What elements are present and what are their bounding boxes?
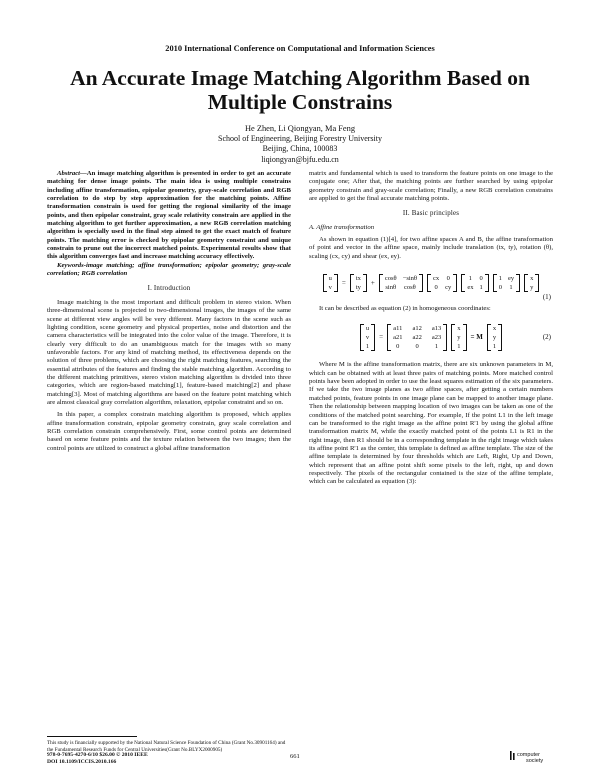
abstract-label: Abstract [57, 170, 81, 177]
affiliation: School of Engineering, Beijing Forestry … [218, 134, 382, 144]
paper-title: An Accurate Image Matching Algorithm Bas… [70, 66, 530, 114]
doi-line: DOI 10.1109/ICCIS.2010.166 [47, 759, 117, 765]
eq2-lhs-cell: 1 [365, 342, 370, 350]
eq2-matrix: a11 a12 a13 a21 a22 a23 0 0 1 [387, 323, 448, 351]
svg-text:society: society [526, 758, 543, 764]
eq1-lhs-cell: u [328, 275, 332, 283]
eq2-mat-cell: a21 [393, 333, 403, 341]
intro-paragraph-1: Image matching is the most important and… [47, 298, 291, 406]
footnote: This study is financially supported by t… [47, 740, 286, 753]
homogeneous-paragraph: It can be described as equation (2) in h… [319, 305, 491, 313]
eq1-scale-cell: 0 [446, 275, 450, 283]
eq1-shear2-cell: 1 [509, 284, 513, 292]
eq2-mat-cell: 0 [396, 342, 400, 350]
author-names: He Zhen, Li Qiongyan, Ma Feng [244, 124, 356, 133]
abstract: Abstract—An image matching algorithm is … [47, 170, 291, 262]
conference-header: 2010 International Conference on Computa… [165, 44, 435, 53]
eq1-shear1-cell: 0 [479, 275, 483, 283]
page-number: 661 [290, 753, 300, 760]
left-column: Abstract—An image matching algorithm is … [47, 170, 291, 453]
eq1-x-cell: y [530, 284, 534, 292]
eq1-shear2-cell: 0 [498, 284, 502, 292]
email: liqiongyan@bjfu.edu.cn [261, 154, 339, 164]
isbn-line: 978-0-7695-4270-6/10 $26.00 © 2010 IEEE [47, 752, 148, 758]
eq1-x-cell: x [530, 275, 534, 283]
eq2-number: (2) [542, 333, 551, 342]
intro-paragraph-2: In this paper, a complex constrain match… [47, 411, 291, 452]
right-column: matrix and fundamental which is used to … [309, 170, 553, 487]
eq2-mat-cell: a23 [431, 333, 442, 341]
eq1-shear1-cell: 1 [468, 275, 472, 283]
eq2-mat-cell: a22 [412, 333, 422, 341]
svg-text:computer: computer [517, 752, 540, 758]
computer-society-logo: computer society [508, 748, 558, 764]
eq2-x2-cell: y [492, 333, 497, 341]
eq1-number: (1) [542, 292, 551, 301]
eq2-x-cell: x [457, 324, 461, 332]
eq1-t-cell: tx [355, 275, 361, 283]
section-1-heading: I. Introduction [147, 285, 191, 293]
eq2-x2-cell: 1 [492, 342, 497, 350]
eq2-mat-cell: a13 [431, 324, 442, 332]
eq1-rot-cell: cosθ [384, 275, 397, 283]
affine-paragraph: As shown in equation (1)[4], for two aff… [309, 236, 553, 260]
eq2-mat-cell: a12 [412, 324, 422, 332]
eq1-shear2-cell: ey [507, 275, 515, 283]
eq2-m: = M [470, 333, 483, 342]
eq2-mat-cell: a11 [393, 324, 403, 332]
footer-ids: 978-0-7695-4270-6/10 $26.00 © 2010 IEEE … [47, 752, 148, 766]
eq2-lhs-cell: v [365, 333, 370, 341]
section-2-heading: II. Basic principles [402, 210, 460, 218]
city: Beijing, China, 100083 [262, 144, 338, 154]
ieee-cs-logo-icon: computer society [510, 751, 543, 764]
eq1-shear2-cell: 1 [498, 275, 502, 283]
eq1-rot-cell: cosθ [403, 284, 416, 292]
eq2-mat-cell: 1 [434, 342, 439, 350]
eq2-x2-cell: x [492, 324, 497, 332]
eq1-shear1-cell: 1 [479, 284, 483, 292]
eq1-shear1-cell: ex [467, 284, 474, 292]
eq2-mat-cell: 0 [415, 342, 419, 350]
eq1-scale-cell: cx [433, 275, 440, 283]
abstract-text: —An image matching algorithm is presente… [47, 170, 291, 261]
matrix-paragraph: Where M is the affine transformation mat… [309, 361, 553, 486]
eq1-lhs-cell: v [328, 284, 332, 292]
right-paragraph-0: matrix and fundamental which is used to … [309, 170, 553, 203]
eq2-x-cell: 1 [457, 342, 461, 350]
eq1-scale-cell: cy [445, 284, 452, 292]
eq1-t-cell: ty [355, 284, 361, 292]
subsection-a-heading: A. Affine transformation [309, 223, 375, 231]
author-block: He Zhen, Li Qiongyan, Ma Feng School of … [150, 124, 450, 165]
footnote-rule [47, 736, 137, 737]
eq1-rot-cell: sinθ [385, 284, 397, 292]
keywords: Keywords-image matching; affine transfor… [47, 261, 291, 278]
eq2-lhs-cell: u [365, 324, 370, 332]
eq1-scale-cell: 0 [434, 284, 438, 292]
eq2-x-cell: y [457, 333, 461, 341]
eq1-rot-cell: −sinθ [402, 275, 418, 283]
